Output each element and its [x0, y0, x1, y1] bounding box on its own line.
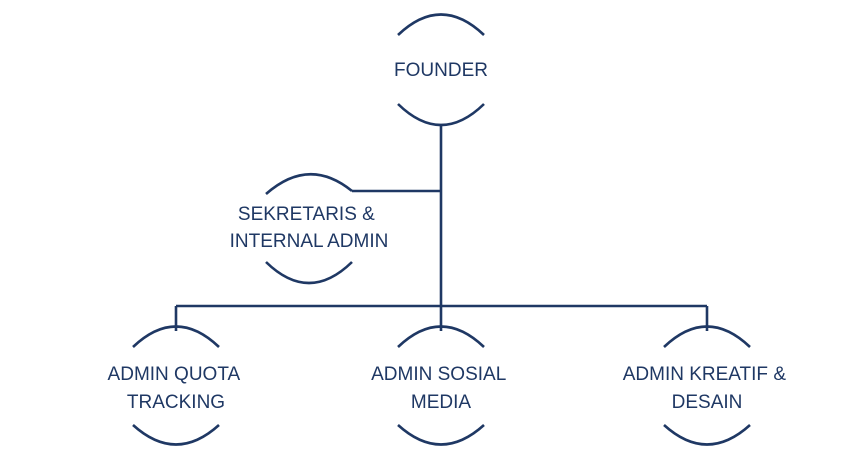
creative-label: ADMIN KREATIF & DESAIN: [623, 364, 792, 413]
creative-label-line-2: DESAIN: [672, 392, 743, 413]
quota-top-arc: [132, 325, 220, 348]
connector-lines: [174, 125, 709, 331]
creative-top-arc: [663, 325, 751, 348]
quota-label-line-1: ADMIN QUOTA: [108, 364, 241, 385]
social-label: ADMIN SOSIAL MEDIA: [371, 364, 511, 413]
node-admin-quota: ADMIN QUOTA TRACKING: [108, 325, 245, 446]
quota-label-line-2: TRACKING: [127, 392, 225, 413]
founder-label: FOUNDER: [394, 60, 488, 81]
social-bottom-arc: [397, 424, 485, 446]
social-label-line-2: MEDIA: [411, 392, 472, 413]
secretary-label: SEKRETARIS & INTERNAL ADMIN: [230, 204, 389, 252]
founder-top-arc: [397, 13, 485, 36]
node-founder: FOUNDER: [394, 13, 488, 127]
quota-bottom-arc: [132, 424, 220, 446]
secretary-label-line-1: SEKRETARIS &: [238, 204, 375, 225]
node-admin-social: ADMIN SOSIAL MEDIA: [371, 325, 511, 446]
social-label-line-1: ADMIN SOSIAL: [371, 364, 506, 385]
creative-bottom-arc: [663, 424, 751, 446]
node-admin-creative: ADMIN KREATIF & DESAIN: [623, 325, 792, 446]
secretary-top-arc: [265, 172, 353, 195]
creative-label-line-1: ADMIN KREATIF &: [623, 364, 787, 385]
secretary-label-line-2: INTERNAL ADMIN: [230, 231, 389, 252]
founder-bottom-arc: [397, 103, 485, 127]
founder-label-line-1: FOUNDER: [394, 60, 488, 81]
quota-label: ADMIN QUOTA TRACKING: [108, 364, 245, 413]
social-top-arc: [397, 325, 485, 348]
secretary-bottom-arc: [265, 261, 353, 285]
node-secretary: SEKRETARIS & INTERNAL ADMIN: [230, 172, 389, 285]
